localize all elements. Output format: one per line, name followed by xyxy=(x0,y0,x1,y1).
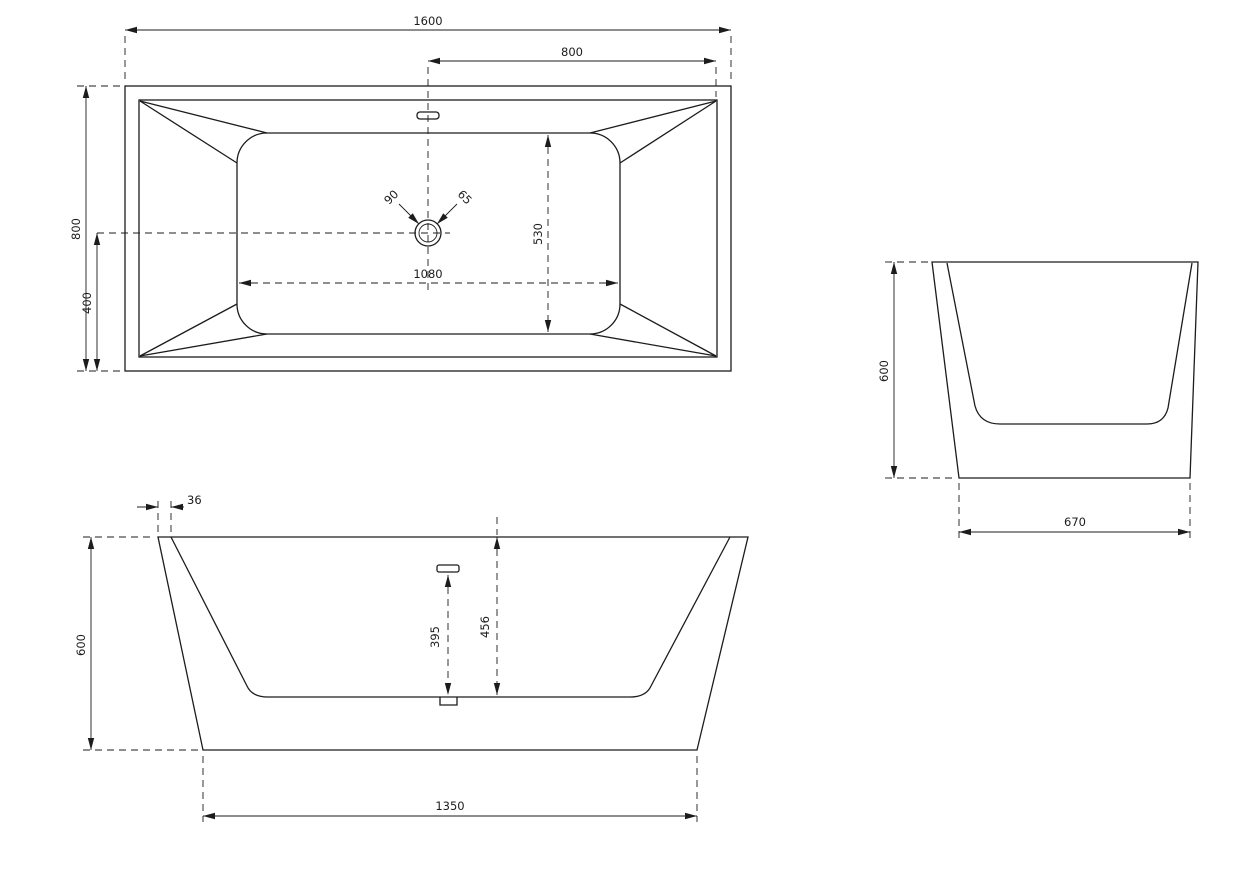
dim-rim-thickness: 36 xyxy=(137,493,202,534)
overflow-slot xyxy=(436,564,460,573)
dim-label-drain-b: 65 xyxy=(455,187,475,207)
dim-inner-length: 1080 xyxy=(239,267,618,287)
corner-slope-line xyxy=(139,100,238,164)
corner-slope-line xyxy=(139,333,268,357)
outer-profile xyxy=(931,261,1199,479)
corner-slope-line xyxy=(139,303,238,357)
dim-label-side-base-width: 670 xyxy=(1064,515,1086,529)
dim-label-side-height: 600 xyxy=(877,360,891,382)
top-view-centerlines xyxy=(97,67,450,292)
dim-label-overflow-depth: 395 xyxy=(428,626,442,648)
dim-front-height: 600 xyxy=(74,536,199,751)
dim-end-to-center: 800 xyxy=(428,45,717,97)
dim-overflow-depth: 395 xyxy=(428,575,452,695)
inner-basin-profile xyxy=(170,536,731,698)
dim-side-base-width: 670 xyxy=(958,483,1191,538)
dim-inner-depth: 456 xyxy=(478,517,501,695)
corner-slope-line xyxy=(589,100,717,134)
front-view: 36 600 395 456 1350 xyxy=(74,493,749,822)
dim-overall-width: 800 xyxy=(69,85,121,372)
dim-label-drain-a: 90 xyxy=(381,187,401,207)
dim-label-inner-length: 1080 xyxy=(413,267,442,281)
dim-overall-length: 1600 xyxy=(124,14,732,82)
dim-label-overall-width: 800 xyxy=(69,218,83,240)
corner-slope-line xyxy=(589,333,717,357)
leader-line xyxy=(398,203,420,225)
corner-slope-line xyxy=(619,303,717,357)
leader-line xyxy=(436,203,458,225)
dim-label-center-to-side: 400 xyxy=(80,292,94,314)
basin-outline xyxy=(236,132,621,335)
dim-base-length: 1350 xyxy=(202,756,698,822)
corner-slope-line xyxy=(619,100,717,164)
tub-front-outline xyxy=(157,536,749,751)
dim-side-height: 600 xyxy=(877,261,955,479)
dim-label-front-height: 600 xyxy=(74,634,88,656)
dim-label-base-length: 1350 xyxy=(435,799,464,813)
tub-top-outline xyxy=(124,85,732,372)
outer-profile xyxy=(157,536,749,751)
dim-label-inner-width: 530 xyxy=(531,223,545,245)
drain-notch xyxy=(439,697,458,706)
corner-slope-line xyxy=(139,100,268,134)
dim-label-end-to-center: 800 xyxy=(561,45,583,59)
dim-label-overall-length: 1600 xyxy=(413,14,442,28)
dim-center-to-side: 400 xyxy=(80,233,101,371)
dim-label-inner-depth: 456 xyxy=(478,616,492,638)
dim-label-rim-thickness: 36 xyxy=(187,493,202,507)
inner-basin-profile xyxy=(946,262,1193,425)
dim-inner-width: 530 xyxy=(531,135,552,332)
inner-rim-outline xyxy=(138,99,718,358)
side-view: 600 670 xyxy=(877,261,1199,538)
top-view: 1600 800 800 400 1080 530 90 xyxy=(69,14,732,372)
tub-side-outline xyxy=(931,261,1199,479)
